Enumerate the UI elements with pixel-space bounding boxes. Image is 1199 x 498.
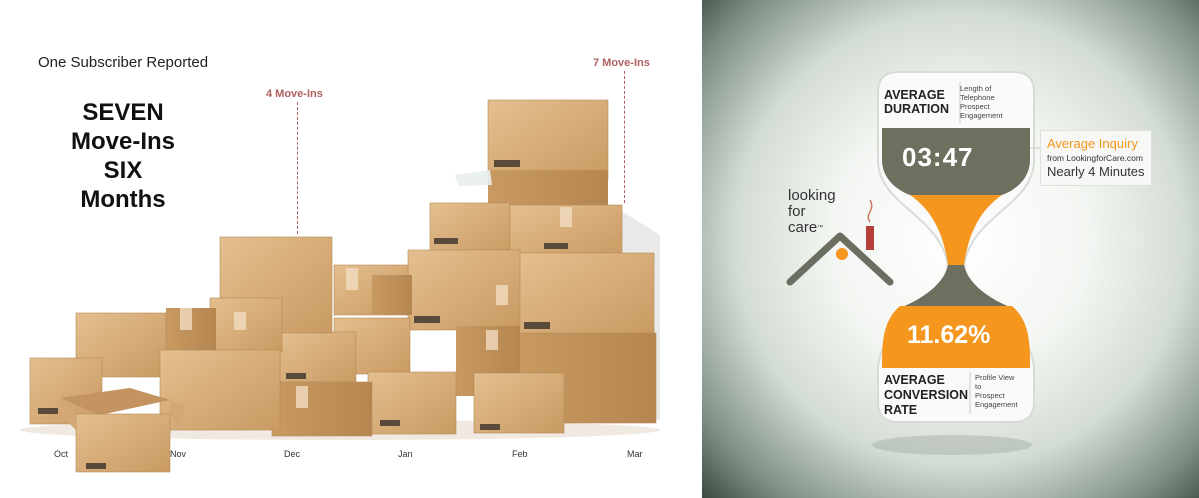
- average-duration-description: Length of Telephone Prospect Engagement: [960, 84, 1016, 120]
- month-label: Oct: [54, 449, 69, 459]
- callout-dec: 4 Move-Ins: [266, 88, 323, 100]
- desc-line: Profile View: [975, 373, 1015, 382]
- average-inquiry-note: Nearly 4 Minutes: [1047, 164, 1145, 179]
- average-inquiry-source: from LookingforCare.com: [1047, 153, 1143, 163]
- headline-line: SIX: [103, 157, 143, 184]
- title-line: AVERAGE: [884, 88, 945, 102]
- move-ins-infographic: One Subscriber Reported SEVEN Move-Ins S…: [20, 54, 660, 473]
- callout-line-dec: [297, 102, 298, 234]
- headline: SEVEN Move-Ins SIX Months: [48, 98, 198, 214]
- logo-line: care: [788, 219, 818, 236]
- desc-line: Engagement: [975, 400, 1018, 409]
- title-line: AVERAGE: [884, 373, 945, 387]
- logo-line: for: [788, 203, 806, 220]
- title-line: CONVERSION: [884, 388, 969, 402]
- stacked-boxes-illustration: [20, 99, 660, 473]
- trademark: ™: [817, 225, 824, 231]
- callout-line-mar: [624, 71, 625, 203]
- headline-line: SEVEN: [82, 99, 164, 126]
- month-label: Dec: [284, 449, 301, 459]
- average-duration-value: 03:47: [902, 142, 974, 172]
- month-label: Nov: [170, 449, 187, 459]
- house-logo-icon: [786, 199, 894, 286]
- logo-text: looking for care™: [788, 188, 858, 236]
- title-line: RATE: [884, 403, 918, 417]
- conversion-rate-value: 11.62%: [907, 321, 991, 349]
- headline-line: Move-Ins: [70, 128, 175, 155]
- logo-line: looking: [788, 187, 836, 204]
- desc-line: Prospect: [975, 391, 1005, 400]
- average-inquiry-title: Average Inquiry: [1047, 136, 1138, 151]
- hourglass-graphic: [786, 71, 1040, 455]
- month-label: Jan: [398, 449, 413, 459]
- callout-mar: 7 Move-Ins: [593, 57, 650, 69]
- desc-line: to: [975, 382, 982, 391]
- subtitle: One Subscriber Reported: [38, 54, 209, 71]
- average-duration-title: AVERAGE DURATION: [884, 88, 949, 116]
- month-label: Feb: [512, 449, 528, 459]
- desc-line: Prospect: [960, 102, 990, 111]
- title-line: DURATION: [884, 102, 950, 116]
- month-label: Mar: [627, 449, 643, 459]
- looking-for-care-infographic: looking for care™ AVERAGE DURATION Lengt…: [702, 0, 1199, 498]
- desc-line: Length of: [960, 84, 992, 93]
- average-conversion-description: Profile View to Prospect Engagement: [975, 373, 1025, 409]
- average-conversion-title: AVERAGE CONVERSION RATE: [884, 373, 968, 418]
- average-inquiry-box: [1040, 130, 1152, 186]
- desc-line: Engagement: [960, 111, 1003, 120]
- desc-line: Telephone: [960, 93, 995, 102]
- headline-line: Months: [80, 186, 166, 213]
